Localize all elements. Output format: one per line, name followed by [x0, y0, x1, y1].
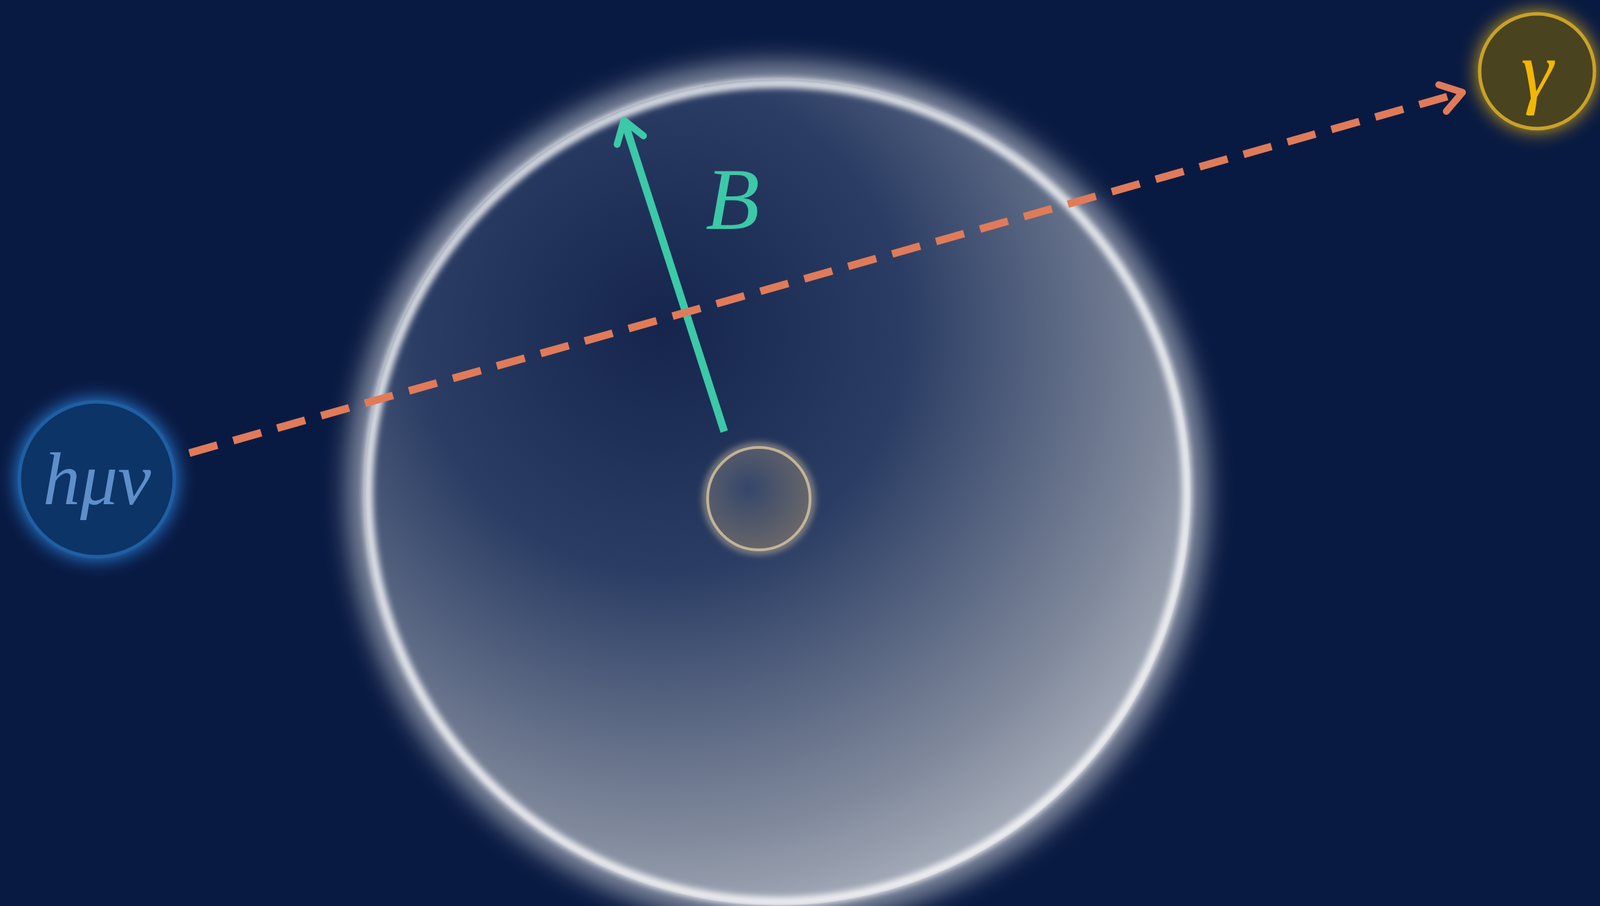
- neutron-star: [707, 447, 811, 550]
- magnetosphere-rim: [368, 83, 1188, 903]
- conversion-arrow: [189, 92, 1464, 454]
- magnetosphere: [364, 79, 1191, 906]
- circle-shape: [19, 401, 175, 557]
- symbol-text: γ: [1521, 30, 1554, 113]
- symbol-text: hμν: [42, 442, 151, 517]
- neutron-star-glow: [706, 446, 812, 552]
- field-label: B: [705, 154, 760, 244]
- photon-circle: γ: [1477, 11, 1597, 131]
- graviton-circle: hμν: [17, 399, 177, 559]
- circle-shape: [1479, 13, 1595, 129]
